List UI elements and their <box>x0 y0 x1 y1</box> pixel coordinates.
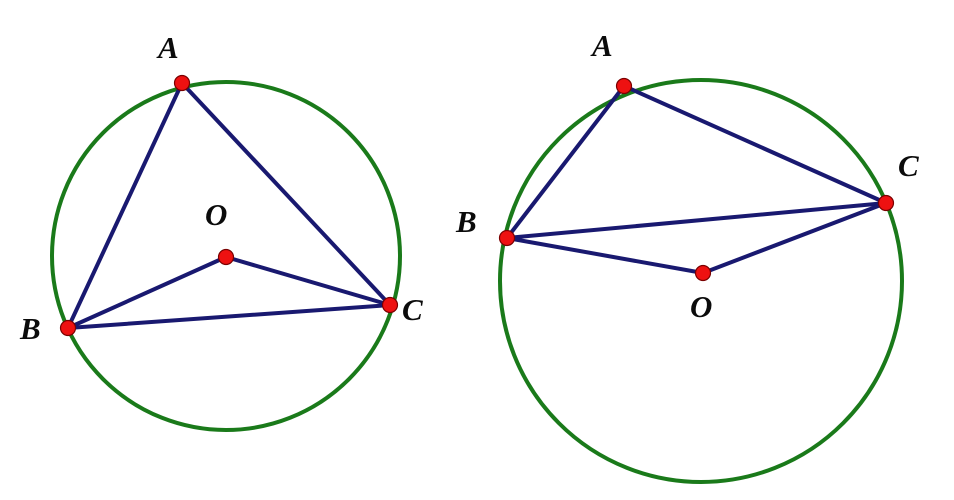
right-diagram <box>498 77 904 484</box>
segment-BC <box>505 201 888 240</box>
circumcircle <box>50 80 402 432</box>
point-B[interactable] <box>59 319 77 337</box>
segment-BC <box>66 303 392 330</box>
segment-AC <box>180 81 392 307</box>
point-O[interactable] <box>694 264 712 282</box>
point-C[interactable] <box>381 296 399 314</box>
point-B[interactable] <box>498 229 516 247</box>
label-B: B <box>20 311 41 346</box>
label-O: O <box>690 289 713 324</box>
segment-OC <box>701 201 888 275</box>
circumcircle <box>498 78 904 484</box>
point-C[interactable] <box>877 194 895 212</box>
label-A: A <box>592 28 613 63</box>
segment-BO <box>505 236 705 275</box>
label-O: O <box>205 197 228 232</box>
segment-OC <box>224 255 392 307</box>
point-A[interactable] <box>615 77 633 95</box>
label-C: C <box>898 148 919 183</box>
label-A: A <box>158 30 179 65</box>
point-O[interactable] <box>217 248 235 266</box>
point-A[interactable] <box>173 74 191 92</box>
label-C: C <box>402 292 423 327</box>
left-diagram <box>50 74 402 432</box>
segment-AC <box>622 84 888 205</box>
segment-BO <box>66 255 228 330</box>
label-B: B <box>456 204 477 239</box>
segment-AB <box>66 81 184 330</box>
segment-AB <box>505 84 626 240</box>
